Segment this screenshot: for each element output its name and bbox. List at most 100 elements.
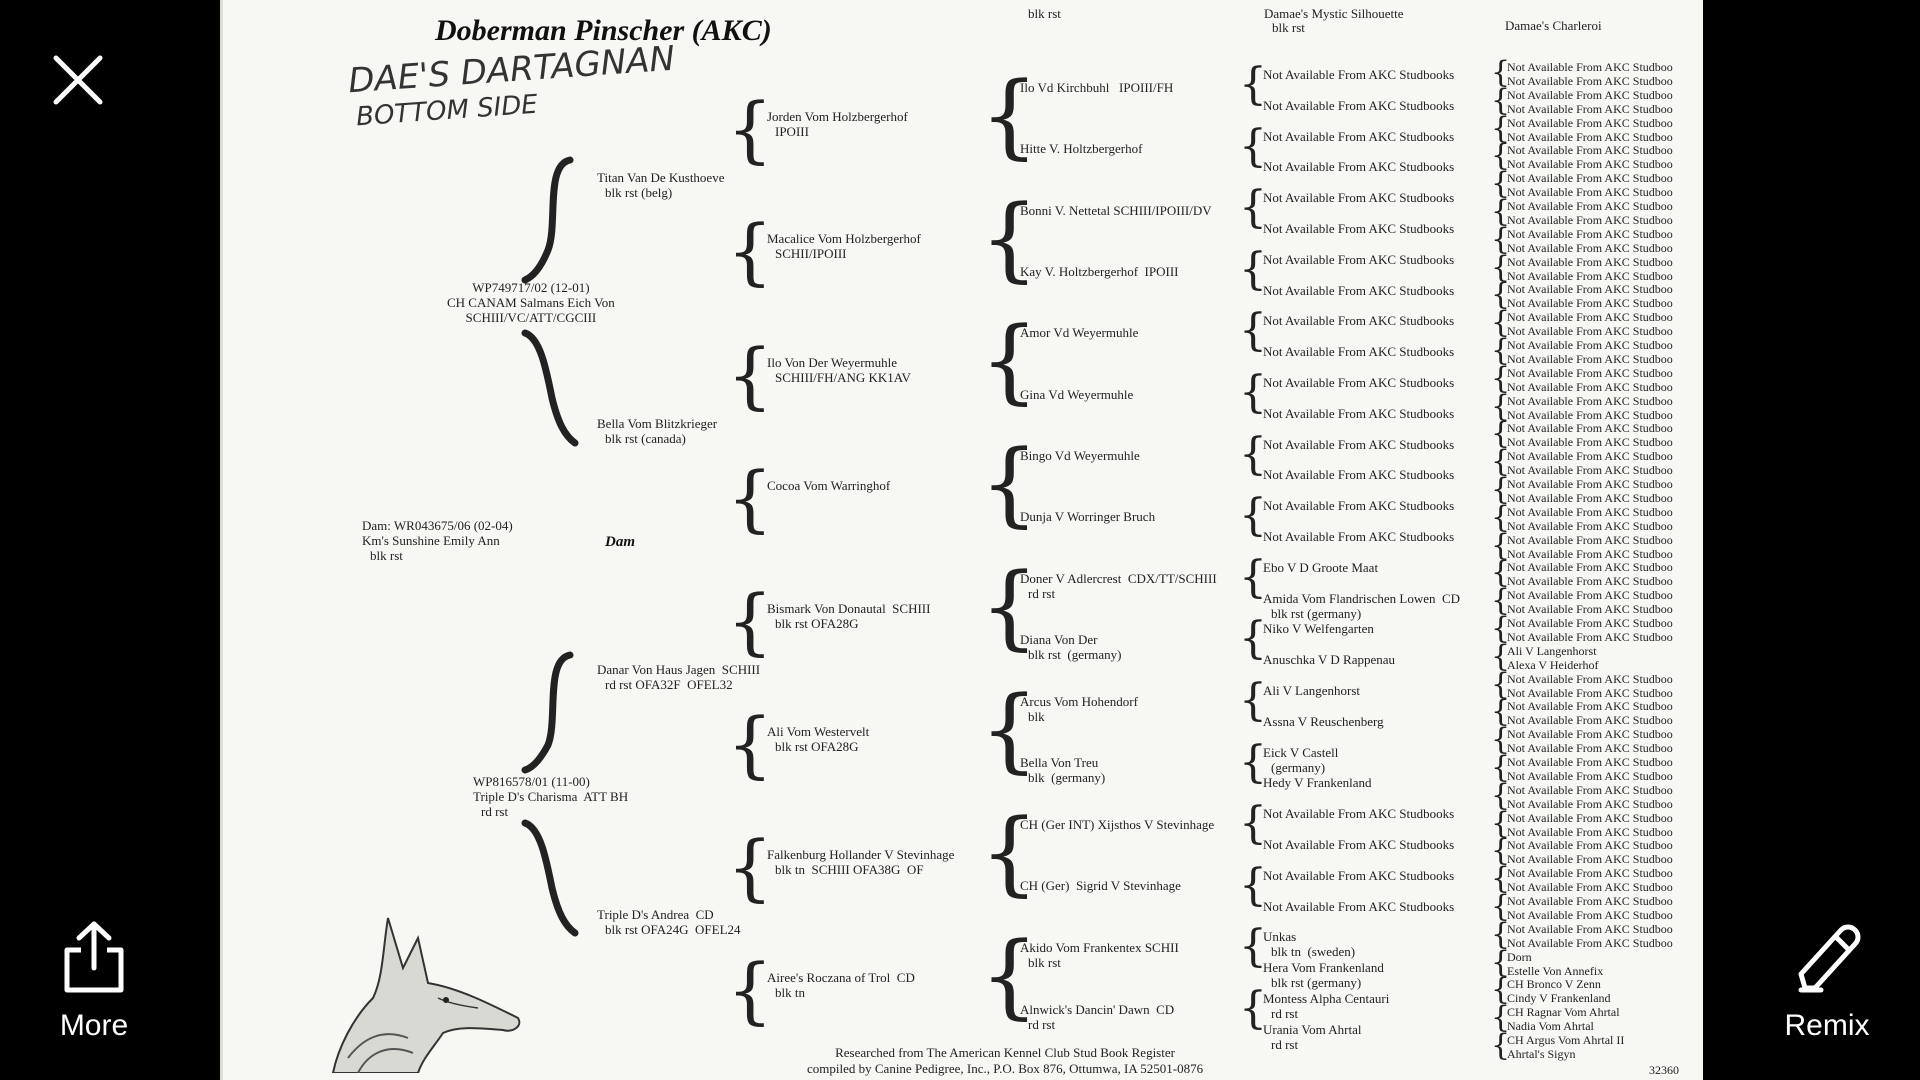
gen6-entry: Nadia Vom Ahrtal (1507, 1019, 1594, 1033)
gen6-entry: Not Available From AKC Studboo (1507, 602, 1673, 616)
bracket-brace: { (1239, 182, 1267, 233)
gen6-entry: Not Available From AKC Studboo (1507, 755, 1673, 769)
bracket-brace: { (1491, 472, 1511, 507)
gen5-entry: Not Available From AKC Studbooks (1263, 344, 1455, 359)
gen4-entry: CH (Ger) Sigrid V Stevinhage (1020, 878, 1181, 893)
gen5-entry: Niko V Welfengarten (1263, 621, 1374, 636)
bracket-brace: { (1491, 55, 1511, 90)
bracket-brace: { (727, 87, 773, 171)
bracket-brace: { (1491, 722, 1511, 757)
gen6-entry: Not Available From AKC Studboo (1507, 686, 1673, 700)
bracket-brace: { (1239, 613, 1267, 664)
bracket-brace: { (1491, 111, 1511, 146)
gen6-entry: Not Available From AKC Studboo (1507, 797, 1673, 811)
gen5-entry: Not Available From AKC Studbooks (1263, 498, 1455, 513)
bracket-brace: { (1239, 921, 1267, 972)
bracket-brace: { (1239, 244, 1267, 295)
gen6-entry: Not Available From AKC Studboo (1507, 922, 1673, 936)
pedigree-footer: Researched from The American Kennel Club… (807, 1045, 1204, 1076)
bracket-brace: { (1491, 361, 1511, 396)
bracket-brace: { (1491, 889, 1511, 924)
gen6-entry: Not Available From AKC Studboo (1507, 241, 1673, 255)
gen4-entry: Dunja V Worringer Bruch (1020, 509, 1156, 524)
gen4-entry: CH (Ger INT) Xijsthos V Stevinhage (1020, 817, 1215, 832)
close-icon (53, 55, 103, 105)
bracket-brace: { (1239, 429, 1267, 480)
gen6-entry: Not Available From AKC Studboo (1507, 213, 1673, 227)
bracket-brace: { (1491, 861, 1511, 896)
bracket-brace: { (1239, 552, 1267, 603)
gen6-entry: Not Available From AKC Studboo (1507, 547, 1673, 561)
gen6-entry: Not Available From AKC Studboo (1507, 199, 1673, 213)
gen6-entry: Not Available From AKC Studboo (1507, 533, 1673, 547)
gen6-entry: Not Available From AKC Studboo (1507, 102, 1673, 116)
bracket-brace: { (1491, 694, 1511, 729)
gen6-entry: Not Available From AKC Studboo (1507, 894, 1673, 908)
gen6-entry: Not Available From AKC Studboo (1507, 130, 1673, 144)
gen5-entry: Not Available From AKC Studbooks (1263, 837, 1455, 852)
bracket-brace: { (1239, 59, 1267, 110)
bracket-brace: { (1491, 166, 1511, 201)
bracket-brace: { (1491, 305, 1511, 340)
gen6-entry: Not Available From AKC Studboo (1507, 352, 1673, 366)
gen6-entry: Not Available From AKC Studboo (1507, 908, 1673, 922)
gen6-entry: Not Available From AKC Studboo (1507, 324, 1673, 338)
share-icon (64, 921, 124, 993)
dam-entry: Dam: WR043675/06 (02-04) Km's Sunshine E… (362, 518, 513, 563)
bracket-brace: { (1491, 945, 1511, 980)
bracket-brace: { (1491, 444, 1511, 479)
remix-button[interactable]: Remix (1772, 918, 1882, 1058)
gen6-entry: Not Available From AKC Studboo (1507, 435, 1673, 449)
gen6-entry: Not Available From AKC Studboo (1507, 699, 1673, 713)
bracket-brace: { (1491, 667, 1511, 702)
gen5-entry: Ali V Langenhorst (1263, 683, 1361, 698)
gen5-entry: Not Available From AKC Studbooks (1263, 467, 1455, 482)
gen6-entry: Not Available From AKC Studboo (1507, 825, 1673, 839)
gen6-entry: Not Available From AKC Studboo (1507, 672, 1673, 686)
gen6-entry: Not Available From AKC Studboo (1507, 574, 1673, 588)
gen6-entry: Not Available From AKC Studboo (1507, 811, 1673, 825)
bracket-brace: { (1491, 277, 1511, 312)
bracket-brace: { (980, 307, 1039, 414)
gen6-entry: CH Argus Vom Ahrtal II (1507, 1033, 1625, 1047)
bracket-brace: { (1491, 528, 1511, 563)
more-label: More (59, 1009, 129, 1042)
gen6-entry: Dorn (1507, 950, 1532, 964)
close-button[interactable] (46, 48, 110, 112)
doberman-sketch (331, 917, 521, 1073)
gen6-entry: Not Available From AKC Studboo (1507, 783, 1673, 797)
gen6-entry: Not Available From AKC Studboo (1507, 936, 1673, 950)
gen5-entry: Not Available From AKC Studbooks (1263, 806, 1455, 821)
more-button[interactable]: More (44, 918, 144, 1058)
gen5-entry: Not Available From AKC Studbooks (1263, 868, 1455, 883)
gen4-entry: Ilo Vd Kirchbuhl IPOIII/FH (1020, 80, 1174, 95)
bracket-brace: { (980, 430, 1039, 537)
bracket-brace: { (1239, 737, 1267, 788)
bracket-brace: { (980, 676, 1039, 783)
great-grandparent-entry: Cocoa Vom Warringhof (767, 478, 891, 493)
gen5-entry: Not Available From AKC Studbooks (1263, 406, 1455, 421)
gen6-entry: Not Available From AKC Studboo (1507, 269, 1673, 283)
gen6-entry: Not Available From AKC Studboo (1507, 310, 1673, 324)
bracket-brace: { (727, 702, 773, 786)
gen5-entry: Not Available From AKC Studbooks (1263, 283, 1455, 298)
gen6-entry: Not Available From AKC Studboo (1507, 366, 1673, 380)
dam-label: Dam (605, 534, 635, 550)
bracket-brace: { (1491, 972, 1511, 1007)
gen6-entry: Cindy V Frankenland (1507, 991, 1611, 1005)
gen5-entry: Not Available From AKC Studbooks (1263, 529, 1455, 544)
gen6-entry: Not Available From AKC Studboo (1507, 727, 1673, 741)
